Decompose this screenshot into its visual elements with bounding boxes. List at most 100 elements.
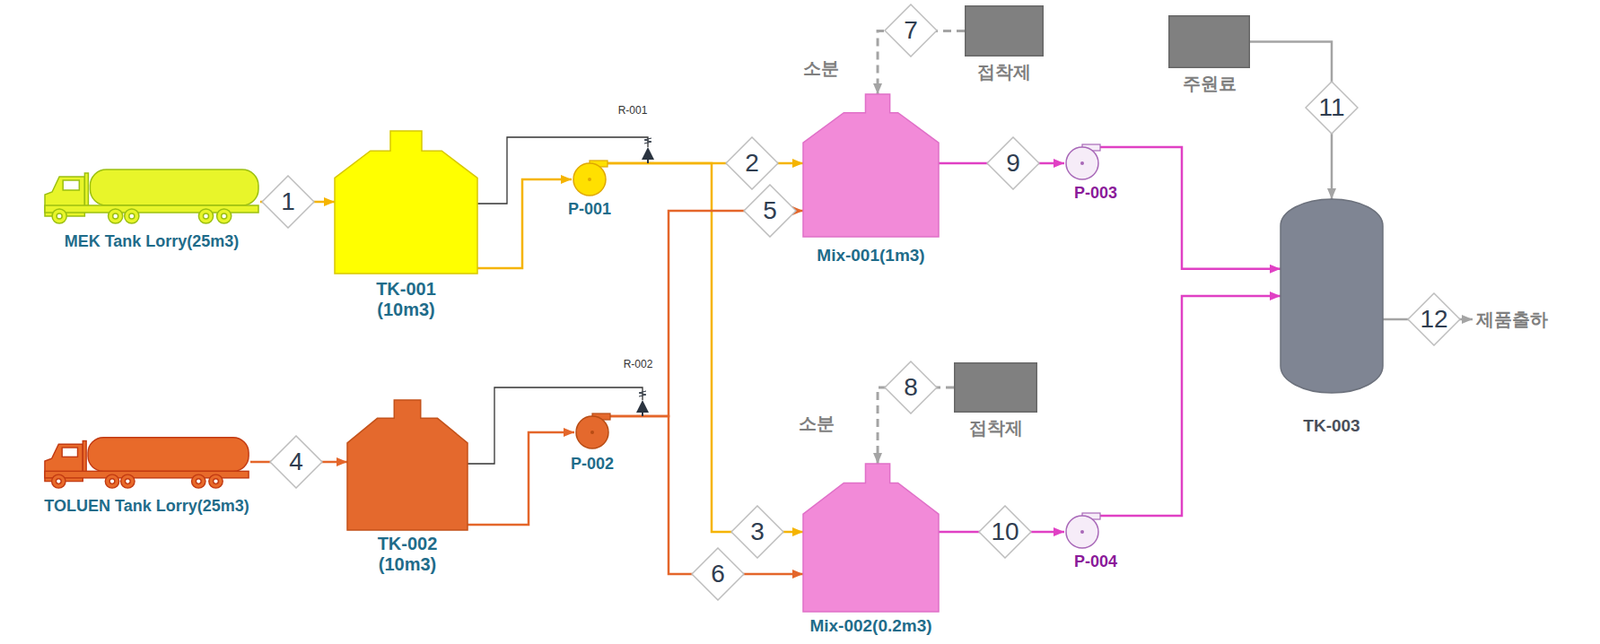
truck-hub — [129, 213, 135, 219]
tank-outline — [334, 131, 478, 274]
truck-wheel — [198, 209, 213, 224]
stream-number: 9 — [1005, 150, 1021, 176]
truck-wheel — [192, 474, 206, 489]
pump-casing — [1066, 515, 1099, 549]
stream-diamond: 5 — [743, 183, 797, 238]
process-line — [607, 163, 804, 533]
relief-valve-symbol — [636, 138, 655, 417]
process-line — [610, 210, 804, 417]
stream-diamond-outline — [1305, 81, 1358, 134]
tank-outline — [347, 400, 468, 531]
stream-diamond: 8 — [883, 360, 938, 415]
relief-valve-stem — [641, 412, 644, 417]
tank-outline — [803, 463, 939, 613]
node-label: Mix-002(0.2m3) — [809, 616, 932, 637]
truck-wheel — [108, 209, 123, 224]
truck-wheel — [124, 209, 140, 224]
pump-shaft — [590, 430, 595, 435]
stream-number: 6 — [710, 561, 726, 587]
pump: P-004 — [1064, 511, 1101, 550]
stream-number: 10 — [990, 519, 1019, 545]
box-outline — [953, 362, 1038, 413]
tank-lorry: MEK Tank Lorry(25m3) — [43, 166, 261, 226]
node-label: P-003 — [1074, 183, 1118, 203]
truck-body — [44, 437, 249, 489]
truck-hub — [109, 479, 115, 485]
node-label: P-001 — [568, 200, 612, 219]
stream-diamond: 11 — [1304, 80, 1359, 135]
stream-diamond-outline — [884, 4, 937, 57]
shipment-label: 제품출하 — [1472, 306, 1552, 333]
stream-number: 8 — [903, 375, 919, 401]
pump-shaft — [1080, 161, 1085, 166]
relief-line — [467, 387, 643, 464]
process-line — [1100, 147, 1281, 270]
stream-diamond: 4 — [269, 435, 324, 490]
node-label: 접착제 — [969, 418, 1023, 439]
stream-diamond: 1 — [261, 174, 315, 229]
relief-valve-spring — [644, 138, 652, 144]
stream-number: 3 — [750, 519, 765, 545]
raw-material-box: 주원료 — [1168, 15, 1251, 69]
node-label: 제품출하 — [1472, 306, 1552, 333]
truck-wheel — [104, 474, 119, 489]
truck-wheel — [121, 474, 135, 489]
tank-body — [334, 131, 478, 274]
relief-valve-symbol — [636, 400, 649, 413]
stream-diamond-outline — [270, 436, 323, 489]
pump-casing — [576, 416, 609, 449]
node-label: P-004 — [1074, 552, 1118, 572]
pump-outline — [574, 411, 611, 450]
storage-tank: TK-002 (10m3) — [347, 400, 468, 531]
box-outline — [1168, 15, 1251, 69]
relief-valve-spring — [638, 391, 647, 397]
truck-hub — [195, 479, 202, 485]
stream-diamond: 2 — [725, 136, 779, 191]
truck-outline — [43, 166, 261, 226]
pump: P-003 — [1064, 142, 1101, 181]
pump: P-001 — [571, 158, 608, 197]
truck-hub — [56, 213, 62, 219]
note-label: 소분 — [798, 411, 835, 437]
stream-diamond: 9 — [986, 136, 1041, 191]
stream-diamond-outline — [743, 184, 796, 237]
node-label: Mix-001(1m3) — [816, 245, 925, 266]
node-label: 주원료 — [1182, 73, 1237, 95]
stream-number: 4 — [288, 449, 304, 475]
truck-hub — [124, 479, 131, 485]
stream-diamond-outline — [691, 548, 744, 601]
vessel-outline — [1280, 199, 1383, 394]
vessel-body — [1280, 199, 1383, 394]
stream-diamond-outline — [1407, 293, 1461, 346]
node-label: 접착제 — [977, 61, 1032, 83]
adhesive-box: 접착제 — [964, 5, 1044, 57]
truck-tank — [87, 437, 249, 473]
pump-outline — [1064, 142, 1101, 181]
pump-shaft — [587, 177, 592, 182]
truck-hub — [113, 213, 119, 219]
node-label: MEK Tank Lorry(25m3) — [64, 232, 240, 252]
truck-body — [44, 169, 259, 224]
node-label: P-002 — [570, 454, 614, 474]
material-box — [965, 6, 1044, 57]
tank-body — [803, 463, 939, 613]
truck-window — [62, 180, 79, 191]
tank-outline — [803, 94, 939, 237]
node-label: TK-003 — [1302, 416, 1360, 437]
process-line — [1100, 296, 1281, 516]
truck-wheel — [217, 209, 232, 224]
pump-outline — [1064, 511, 1101, 550]
stream-diamond: 3 — [730, 505, 785, 560]
truck-tank — [89, 169, 259, 206]
stream-number: 11 — [1318, 95, 1345, 121]
stream-diamond-outline — [725, 137, 779, 190]
process-line — [467, 432, 575, 525]
stream-diamond: 6 — [690, 547, 745, 602]
valve-tag: R-001 — [618, 104, 648, 117]
relief-valve-stem — [646, 159, 649, 164]
valve-tag: R-002 — [623, 358, 654, 371]
stream-number: 2 — [744, 150, 760, 176]
stream-number: 7 — [903, 17, 919, 44]
mixer-tank: Mix-001(1m3) — [803, 94, 939, 237]
truck-hub — [221, 213, 228, 219]
